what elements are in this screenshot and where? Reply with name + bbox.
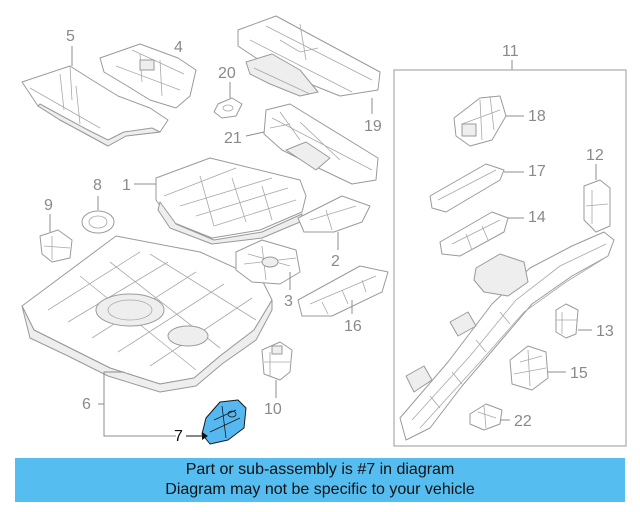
callout-17: 17: [528, 163, 546, 180]
callout-12: 12: [586, 147, 604, 164]
callout-4: 4: [174, 39, 183, 56]
callout-20: 20: [218, 65, 236, 82]
callout-18: 18: [528, 108, 546, 125]
callout-9: 9: [44, 197, 53, 214]
leader-21: [245, 131, 265, 137]
callout-8: 8: [93, 177, 102, 194]
callout-5: 5: [66, 28, 75, 45]
part-6-rear-floor-assembly: [21, 235, 273, 393]
notice-banner: Part or sub-assembly is #7 in diagram Di…: [15, 458, 625, 502]
part-7-highlighted: [201, 399, 247, 445]
part-9-bracket: [39, 229, 73, 263]
callout-10: 10: [264, 401, 282, 418]
part-16-reinforcement: [297, 265, 389, 317]
part-14-reinforcement: [439, 211, 509, 257]
callout-22: 22: [514, 413, 532, 430]
part-5-rear-panel: [21, 65, 169, 147]
part-19-cross-member: [237, 15, 381, 97]
arrow-7: [202, 432, 208, 440]
callout-14: 14: [528, 209, 546, 226]
callout-19: 19: [364, 118, 382, 135]
callout-13: 13: [596, 323, 614, 340]
leader-6: [98, 371, 176, 437]
part-22-clip: [469, 403, 503, 431]
part-1-floor-panel: [155, 157, 307, 245]
banner-line-2: Diagram may not be specific to your vehi…: [165, 481, 475, 498]
callout-3: 3: [284, 293, 293, 310]
parts-diagram: 5 4 19 20 21 1 8: [21, 15, 627, 447]
part-12-bracket: [583, 179, 611, 233]
callout-7: 7: [174, 428, 183, 445]
part-10-bracket: [261, 341, 293, 381]
part-11-side-rail: [399, 231, 615, 441]
callout-2: 2: [331, 253, 340, 270]
part-13-bracket: [555, 303, 579, 339]
callout-11: 11: [502, 43, 519, 60]
callout-21: 21: [224, 130, 242, 147]
group-11-box: [393, 69, 627, 447]
callout-1: 1: [122, 177, 131, 194]
part-15-bracket: [509, 345, 549, 391]
part-21-rail: [263, 103, 379, 185]
banner-line-1: Part or sub-assembly is #7 in diagram: [185, 461, 455, 478]
callout-16: 16: [344, 318, 362, 335]
callout-6: 6: [82, 396, 91, 413]
part-17-rail: [429, 163, 505, 213]
part-4-bracket: [99, 43, 197, 109]
part-8-grommet: [81, 210, 115, 234]
part-18-bracket: [453, 95, 507, 147]
part-20-plate: [213, 97, 243, 119]
callout-15: 15: [570, 365, 588, 382]
part-2-bracket: [297, 195, 371, 233]
